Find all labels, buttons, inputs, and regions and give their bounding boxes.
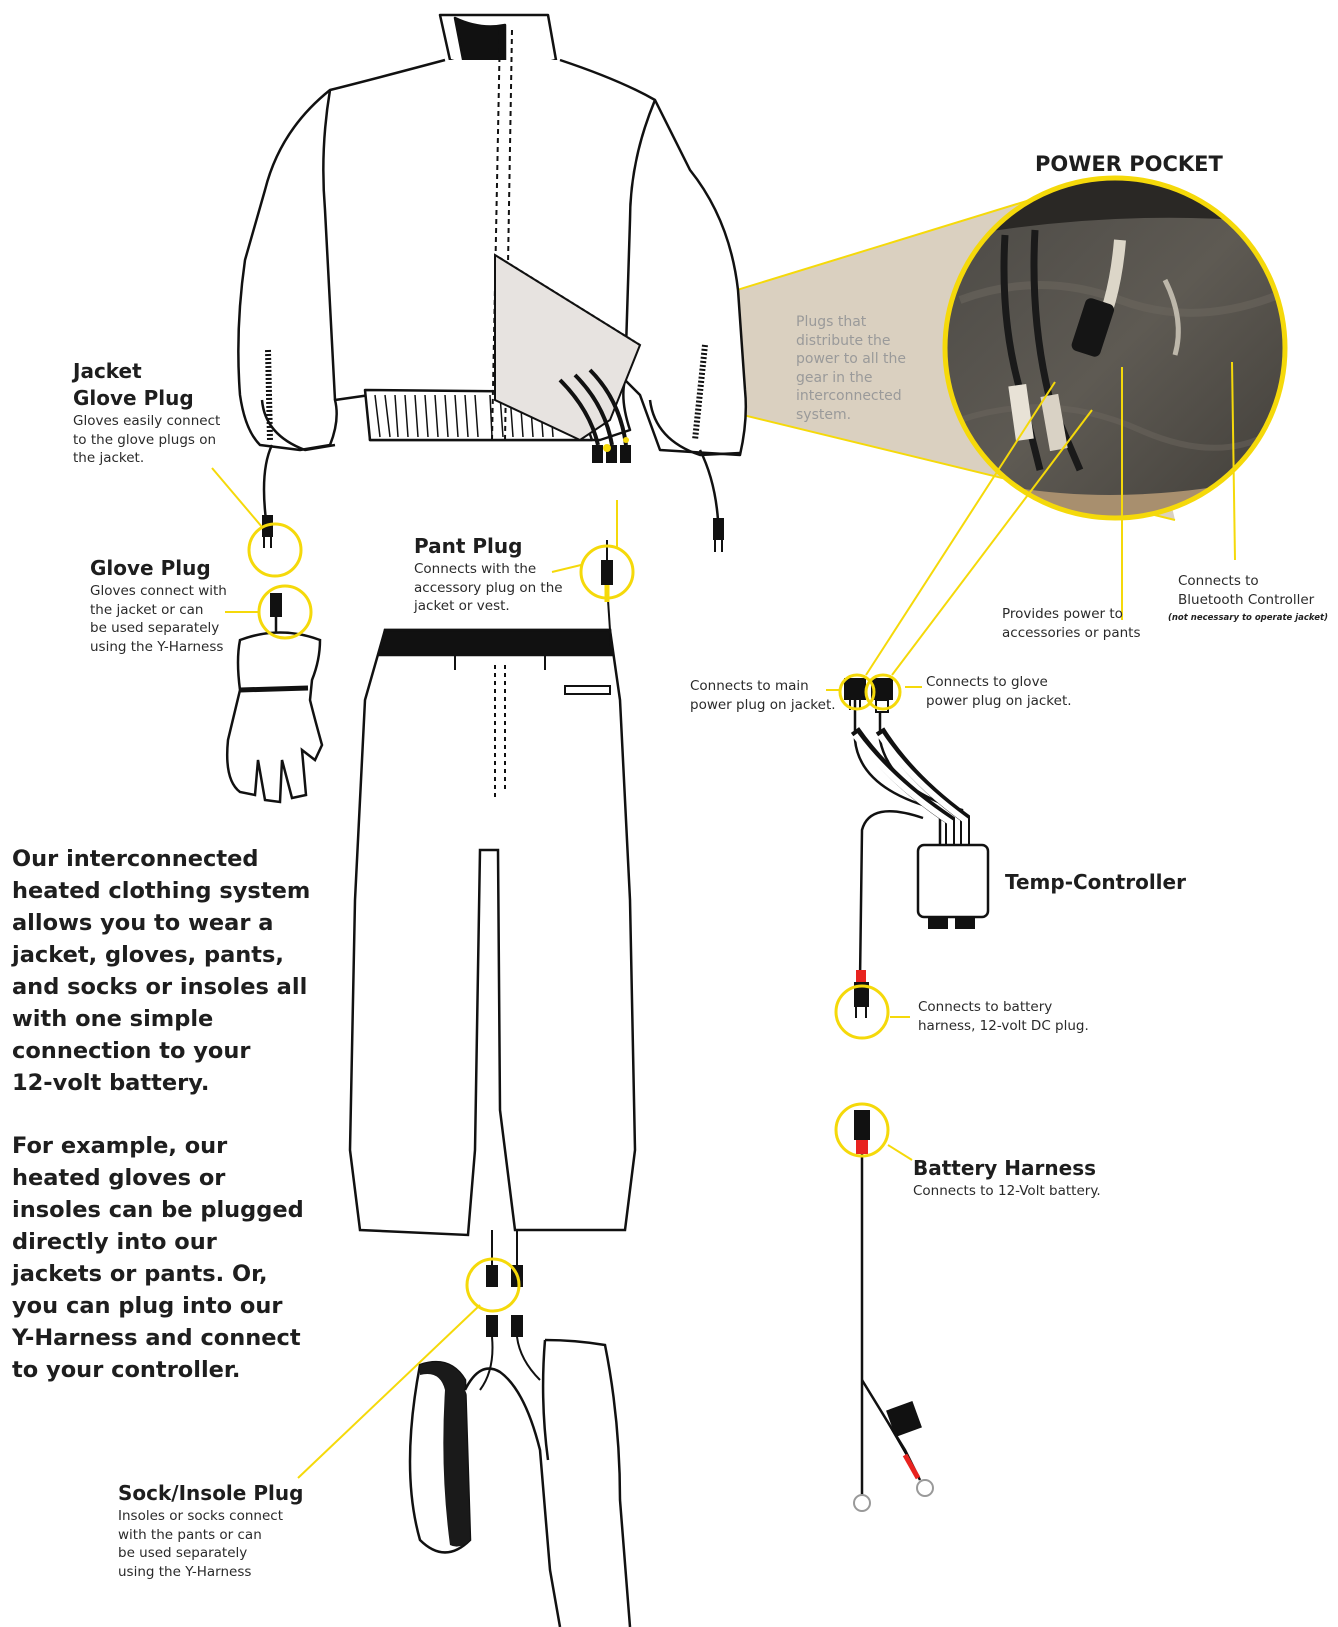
- pant-plug-title: Pant Plug: [414, 533, 563, 560]
- pants-drawing: [350, 630, 635, 1235]
- battery-harness-label: Battery Harness Connects to 12-Volt batt…: [913, 1155, 1101, 1201]
- bluetooth-label: Connects to Bluetooth Controller (not ne…: [1178, 572, 1328, 628]
- jacket-drawing: [238, 15, 745, 455]
- bluetooth-note: (not necessary to operate jacket): [1168, 609, 1328, 628]
- glove-plug-label: Glove Plug Gloves connect with the jacke…: [90, 555, 227, 656]
- temp-controller-title: Temp-Controller: [1005, 869, 1186, 896]
- sock-drawing: [465, 1340, 630, 1627]
- insole-drawing: [410, 1362, 470, 1552]
- accessories-label: Provides power to accessories or pants: [1002, 605, 1141, 642]
- jacket-glove-plug-title-line1: Jacket: [73, 358, 220, 385]
- temp-controller-box: [918, 845, 988, 917]
- y-harness-drawing: [855, 700, 965, 980]
- battery-harness-title: Battery Harness: [913, 1155, 1101, 1182]
- battery-connect-label: Connects to battery harness, 12-volt DC …: [918, 998, 1089, 1035]
- power-pocket-title: POWER POCKET: [1035, 152, 1223, 176]
- glove-drawing: [227, 612, 322, 802]
- jacket-glove-plug-label: Jacket Glove Plug Gloves easily connect …: [73, 358, 220, 468]
- glove-plug-title: Glove Plug: [90, 555, 227, 582]
- plugs-note: Plugs that distribute the power to all t…: [796, 313, 906, 424]
- glove-power-label: Connects to glove power plug on jacket.: [926, 673, 1072, 710]
- jacket-glove-plug-title-line2: Glove Plug: [73, 385, 220, 412]
- sock-insole-plug-label: Sock/Insole Plug Insoles or socks connec…: [118, 1480, 303, 1581]
- pant-plug-label: Pant Plug Connects with the accessory pl…: [414, 533, 563, 616]
- example-paragraph: For example, our heated gloves or insole…: [12, 1130, 304, 1386]
- sock-insole-plug-title: Sock/Insole Plug: [118, 1480, 303, 1507]
- intro-paragraph: Our interconnected heated clothing syste…: [12, 843, 310, 1099]
- main-power-label: Connects to main power plug on jacket.: [690, 677, 836, 714]
